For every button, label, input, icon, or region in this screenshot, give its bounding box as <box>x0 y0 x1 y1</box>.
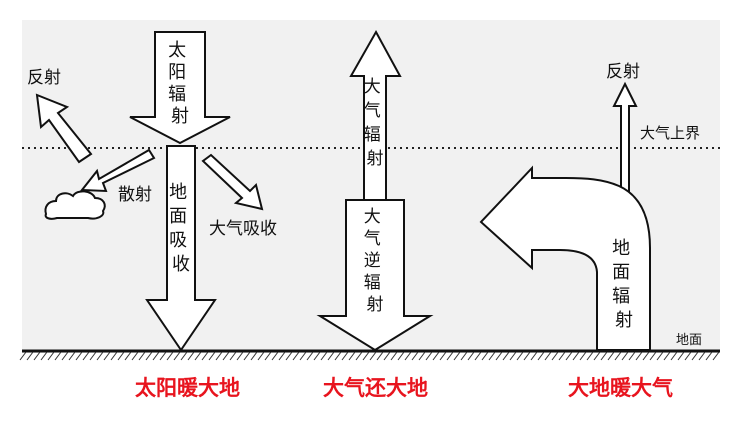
ground-absorption-label: 地 面 吸 收 <box>169 182 193 275</box>
caption-sun-warms-earth: 太阳暖大地 <box>135 376 240 400</box>
scattering-arrow <box>80 148 156 193</box>
ground-label: 地面 <box>676 333 702 348</box>
caption-earth-warms-atmosphere: 大地暖大气 <box>568 376 673 400</box>
reflection-left-label: 反射 <box>27 68 61 88</box>
reflection-right-label: 反射 <box>606 62 640 82</box>
atmosphere-top-label: 大气上界 <box>640 124 700 142</box>
solar-radiation-label: 太 阳 辐 射 <box>168 40 192 127</box>
ground-hatching <box>19 351 720 361</box>
atmospheric-counter-radiation-label: 大 气 逆 辐 射 <box>364 207 386 315</box>
atmosphere-absorption-label: 大气吸收 <box>209 219 277 239</box>
scattering-label: 散射 <box>118 185 152 205</box>
atmosphere-absorption-arrow <box>201 153 264 211</box>
ground-absorption-arrow <box>145 145 217 352</box>
reflection-arrow-left <box>35 93 93 164</box>
atmospheric-radiation-label: 大 气 辐 射 <box>364 77 386 169</box>
atmospheric-counter-radiation-arrow <box>316 199 434 352</box>
ground-radiation-arrow <box>479 165 651 351</box>
solar-radiation-arrow <box>129 31 231 145</box>
caption-atmosphere-returns-earth: 大气还大地 <box>323 376 428 400</box>
ground-radiation-label: 地 面 辐 射 <box>612 238 636 331</box>
cloud <box>44 190 106 220</box>
